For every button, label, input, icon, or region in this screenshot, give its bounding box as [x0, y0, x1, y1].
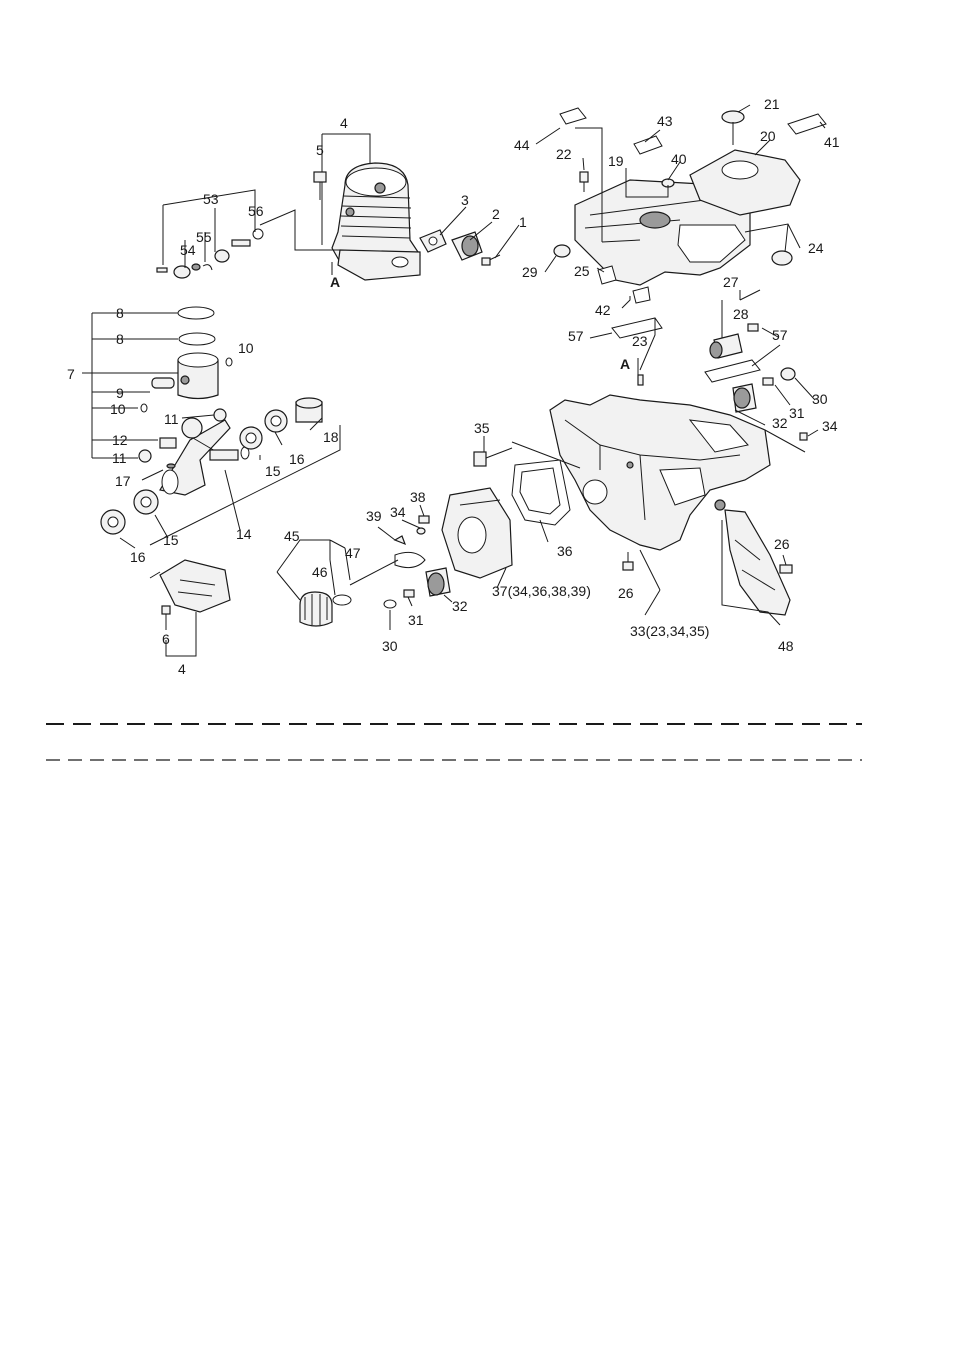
callout-8-b: 8: [116, 331, 124, 347]
callout-47: 47: [345, 545, 361, 561]
callout-10-b: 10: [110, 401, 126, 417]
callout-20: 20: [760, 128, 776, 144]
callout-ref-a-top: A: [330, 274, 340, 290]
callout-38: 38: [410, 489, 426, 505]
callout-21: 21: [764, 96, 780, 112]
callout-25: 25: [574, 263, 590, 279]
callout-37: 37(34,36,38,39): [492, 583, 591, 599]
callout-3: 3: [461, 192, 469, 208]
callout-27: 27: [723, 274, 739, 290]
callout-9: 9: [116, 385, 124, 401]
callout-31-b: 31: [408, 612, 424, 628]
callout-53: 53: [203, 191, 219, 207]
callout-18: 18: [323, 429, 339, 445]
callout-30-a: 30: [812, 391, 828, 407]
callout-15-a: 15: [265, 463, 281, 479]
callout-ref-a-bottom: A: [620, 356, 630, 372]
callout-41: 41: [824, 134, 840, 150]
callout-16-a: 16: [289, 451, 305, 467]
callout-5: 5: [316, 142, 324, 158]
callout-15-b: 15: [163, 532, 179, 548]
callout-44: 44: [514, 137, 530, 153]
clutch-side-assembly: [277, 460, 570, 630]
callout-1: 1: [519, 214, 527, 230]
callout-39: 39: [366, 508, 382, 524]
callout-32-a: 32: [772, 415, 788, 431]
callout-11-a: 11: [164, 411, 179, 427]
callout-6: 6: [162, 631, 170, 647]
callout-35: 35: [474, 420, 490, 436]
callout-22: 22: [556, 146, 572, 162]
callout-48: 48: [778, 638, 794, 654]
callout-26-a: 26: [774, 536, 790, 552]
callout-54: 54: [180, 242, 196, 258]
callout-42: 42: [595, 302, 611, 318]
callout-55: 55: [196, 229, 212, 245]
callout-7: 7: [67, 366, 75, 382]
callout-29: 29: [522, 264, 538, 280]
callout-57-a: 57: [568, 328, 584, 344]
callout-34-a: 34: [822, 418, 838, 434]
callout-45: 45: [284, 528, 300, 544]
callout-34-b: 34: [390, 504, 406, 520]
callout-36: 36: [557, 543, 573, 559]
callout-28: 28: [733, 306, 749, 322]
callout-12: 12: [112, 432, 128, 448]
callout-33: 33(23,34,35): [630, 623, 709, 639]
callout-8-a: 8: [116, 305, 124, 321]
callout-11-b: 11: [112, 450, 127, 466]
callout-43: 43: [657, 113, 673, 129]
callout-16-b: 16: [130, 549, 146, 565]
callout-10-a: 10: [238, 340, 254, 356]
callout-40: 40: [671, 151, 687, 167]
callout-14: 14: [236, 526, 252, 542]
callout-2: 2: [492, 206, 500, 222]
callout-32-b: 32: [452, 598, 468, 614]
callout-57-b: 57: [772, 327, 788, 343]
callout-26-b: 26: [618, 585, 634, 601]
callout-23: 23: [632, 333, 648, 349]
callout-30-b: 30: [382, 638, 398, 654]
callout-31-a: 31: [789, 405, 805, 421]
callout-4-top: 4: [340, 115, 348, 131]
callout-46: 46: [312, 564, 328, 580]
callout-4-bottom: 4: [178, 661, 186, 677]
callout-56: 56: [248, 203, 264, 219]
callout-17: 17: [115, 473, 131, 489]
callout-19: 19: [608, 153, 624, 169]
callout-24: 24: [808, 240, 824, 256]
